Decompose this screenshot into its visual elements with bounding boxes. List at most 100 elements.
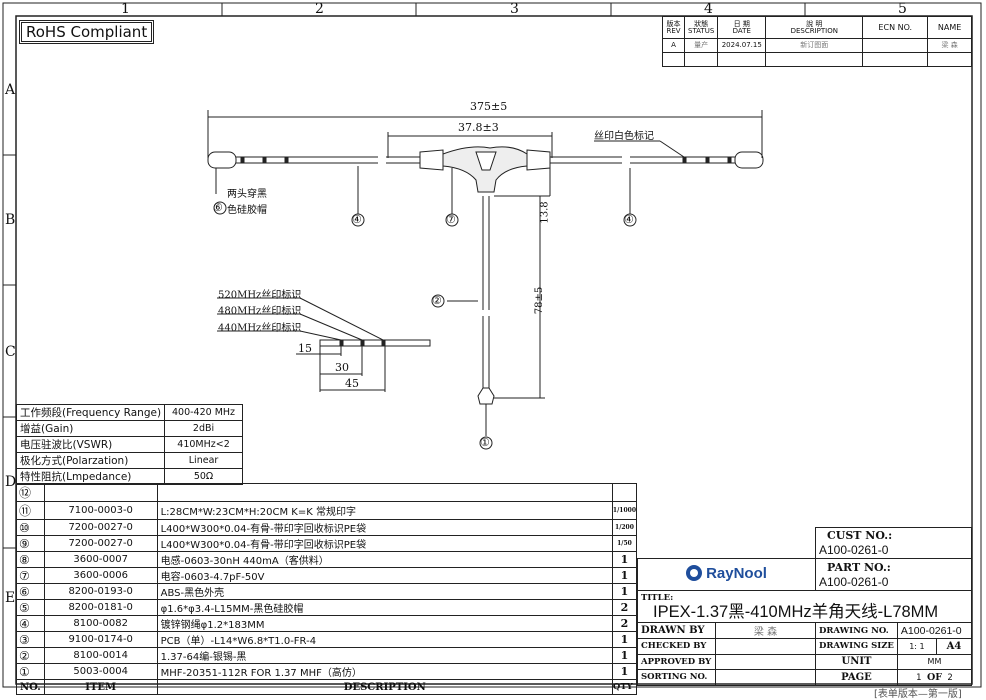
bom-description: L400*W300*0.04-有骨-带印字回收标识PE袋 — [156, 535, 613, 552]
cap-note-2: 色硅胶帽 — [227, 205, 267, 216]
bom-no: ⑩ — [16, 519, 45, 536]
title-label: TITLE: — [641, 593, 674, 603]
title-block: CUST NO.:A100-0261-0 RayNool PART NO.:A1… — [637, 527, 973, 686]
bom-description: 镀锌钢绳φ1.2*183MM — [156, 615, 613, 632]
spec-value: 400-420 MHz — [164, 404, 243, 421]
zone-col-5: 5 — [898, 1, 907, 17]
bom-no: ① — [16, 663, 45, 680]
bom-item: 5003-0004 — [43, 663, 158, 680]
bom-description: L:28CM*W:23CM*H:20CM K=K 常规印字 — [156, 501, 613, 520]
bom-no: ④ — [16, 615, 45, 632]
bom-qty: 1 — [611, 567, 638, 584]
bom-description: 1.37-64编-银锡-黑 — [156, 647, 613, 664]
bom-item: 3600-0006 — [43, 567, 158, 584]
balloon-hub: ⑦ — [446, 213, 456, 226]
bom-qty — [611, 483, 638, 502]
bom-item: 8100-0014 — [43, 647, 158, 664]
form-version-footer: [表单版本—第一版] — [874, 689, 962, 700]
zone-col-1: 1 — [121, 1, 130, 17]
cap-note-1: 两头穿黑 — [227, 189, 267, 200]
mark-dim-30: 30 — [335, 361, 349, 374]
bom-no: ⑨ — [16, 535, 45, 552]
zone-col-2: 2 — [315, 1, 324, 17]
zone-row-b: B — [5, 212, 16, 228]
logo-icon — [686, 565, 703, 582]
bom-description: 电容-0603-4.7pF-50V — [156, 567, 613, 584]
mark-dim-15: 15 — [298, 342, 312, 355]
hub-height-dim: 13.8 — [539, 201, 551, 224]
bom-description: 电感-0603-30nH 440mA（客供料） — [156, 551, 613, 568]
bom-no: ⑥ — [16, 583, 45, 600]
overall-length-dim: 375±5 — [470, 100, 508, 113]
bom-no: ⑧ — [16, 551, 45, 568]
zone-row-a: A — [5, 82, 16, 98]
part-no: A100-0261-0 — [819, 574, 889, 589]
spec-row: 极化方式(Polarzation)Linear — [15, 452, 243, 469]
balloon-cap: ⑥ — [213, 201, 223, 214]
spec-value: 2dBi — [164, 420, 243, 437]
bom-item: 9100-0174-0 — [43, 631, 158, 648]
bom-qty: 1 — [611, 663, 638, 680]
bom-qty: 1/200 — [611, 519, 638, 536]
cust-no: A100-0261-0 — [819, 543, 889, 557]
zone-row-c: C — [5, 344, 16, 360]
zone-row-e: E — [5, 590, 16, 606]
bom-description: ABS-黑色外壳 — [156, 583, 613, 600]
bom-no: ⑦ — [16, 567, 45, 584]
spec-value: 410MHz<2 — [164, 436, 243, 453]
drawing-title: IPEX-1.37黑-410MHz羊角天线-L78MM — [653, 603, 939, 621]
mark-dim-45: 45 — [345, 377, 359, 390]
antenna-top-view — [207, 110, 764, 450]
cust-no-label: CUST NO.: — [827, 529, 893, 542]
bom-description: φ1.6*φ3.4-L15MM-黑色硅胶帽 — [156, 599, 613, 616]
spec-row: 特性阻抗(Lmpedance)50Ω — [15, 468, 243, 485]
left-cap — [207, 151, 237, 169]
bom-row: ⑫ — [16, 483, 638, 502]
part-no-label: PART NO.: — [827, 560, 891, 574]
bom-qty: 2 — [611, 599, 638, 616]
spec-label: 工作频段(Frequency Range) — [15, 404, 166, 421]
spec-value: Linear — [164, 452, 243, 469]
mark-520: 520MHz丝印标识 — [218, 290, 302, 301]
right-cap — [734, 151, 764, 169]
name-header: NAME — [927, 16, 972, 39]
cable-length-dim: 78±5 — [534, 286, 546, 315]
spec-row: 电压驻波比(VSWR)410MHz<2 — [15, 436, 243, 453]
bom-item: 7200-0027-0 — [43, 535, 158, 552]
balloon-wire-left: ④ — [352, 213, 362, 226]
hub-width-dim: 37.8±3 — [458, 121, 499, 134]
zone-col-3: 3 — [510, 1, 519, 17]
balloon-connector: ① — [480, 436, 490, 449]
bom-qty: 1/50 — [611, 535, 638, 552]
bom-qty: 1 — [611, 647, 638, 664]
bom-no: ③ — [16, 631, 45, 648]
bom-no: ② — [16, 647, 45, 664]
spec-label: 电压驻波比(VSWR) — [15, 436, 166, 453]
bom-qty: 1 — [611, 631, 638, 648]
spec-label: 极化方式(Polarzation) — [15, 452, 166, 469]
mark-440: 440MHz丝印标识 — [218, 323, 302, 334]
rohs-badge: RoHS Compliant — [21, 22, 153, 42]
bom-item — [43, 483, 158, 502]
bom-item: 8200-0181-0 — [43, 599, 158, 616]
